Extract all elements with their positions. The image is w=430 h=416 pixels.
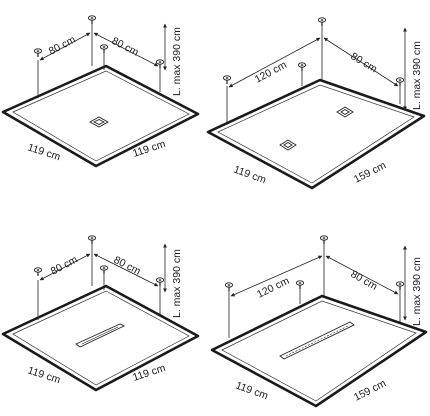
dim-height: L. max 390 cm <box>411 257 423 326</box>
dim-top-left: 120 cm <box>255 275 291 301</box>
square-drain-icon <box>336 106 354 118</box>
suspension-anchor-icon <box>33 48 43 58</box>
dim-height: L. max 390 cm <box>171 249 183 318</box>
suspension-anchor-icon <box>87 15 97 25</box>
panel-large-rect-drains: 120 cm 80 cm L. max 390 cm 119 cm 159 cm <box>206 17 426 190</box>
suspension-anchor-icon <box>155 59 165 69</box>
suspension-anchor-icon <box>317 17 327 27</box>
dim-top-right: 80 cm <box>112 254 143 278</box>
panel-small-square-drains: 80 cm 80 cm L. max 390 cm 119 cm 119 cm <box>1 15 200 168</box>
dim-bottom-left: 119 cm <box>234 380 270 403</box>
suspension-anchor-icon <box>87 235 97 245</box>
dim-top-left: 80 cm <box>49 254 80 278</box>
square-drain-icon <box>279 139 297 151</box>
dim-top-right: 80 cm <box>110 35 141 59</box>
shower-tray-inner-edge <box>12 290 190 386</box>
suspension-anchor-icon <box>395 281 405 291</box>
shower-tray-inner-edge <box>217 84 415 184</box>
linear-drain-icon <box>279 321 355 360</box>
suspension-anchor-icon <box>395 77 405 87</box>
suspension-anchor-icon <box>99 265 109 275</box>
suspension-anchor-icon <box>297 62 307 72</box>
dim-bottom-right: 159 cm <box>352 159 388 185</box>
dim-bottom-left: 119 cm <box>26 141 62 163</box>
suspension-anchor-icon <box>295 280 305 290</box>
dim-bottom-left: 119 cm <box>232 164 268 187</box>
shower-tray-outline <box>206 78 426 190</box>
dim-top-left: 120 cm <box>253 59 289 86</box>
suspension-anchor-icon <box>222 75 232 85</box>
suspension-anchor-icon <box>33 267 43 277</box>
dim-top-right: 80 cm <box>349 268 380 293</box>
shower-tray-outline <box>210 294 428 408</box>
square-drain-icon <box>89 116 109 128</box>
suspension-anchor-icon <box>155 277 165 287</box>
panel-large-linear-drain: 120 cm 80 cm L. max 390 cm 119 cm 159 cm <box>210 235 428 408</box>
suspension-anchor-icon <box>224 282 234 292</box>
shower-tray-outline <box>1 64 200 168</box>
shower-tray-inner-edge <box>221 300 417 402</box>
suspension-anchor-icon <box>319 235 329 245</box>
dim-top-left: 80 cm <box>47 34 78 58</box>
dim-height: L. max 390 cm <box>411 41 423 110</box>
dim-height: L. max 390 cm <box>171 27 183 96</box>
shower-tray-inner-edge <box>12 70 190 162</box>
suspension-anchor-icon <box>99 44 109 54</box>
shower-tray-outline <box>1 284 200 392</box>
dim-bottom-right: 159 cm <box>352 377 388 403</box>
dim-top-right: 80 cm <box>348 50 379 75</box>
panel-small-linear-drain: 80 cm 80 cm L. max 390 cm 119 cm 119 cm <box>1 235 200 392</box>
